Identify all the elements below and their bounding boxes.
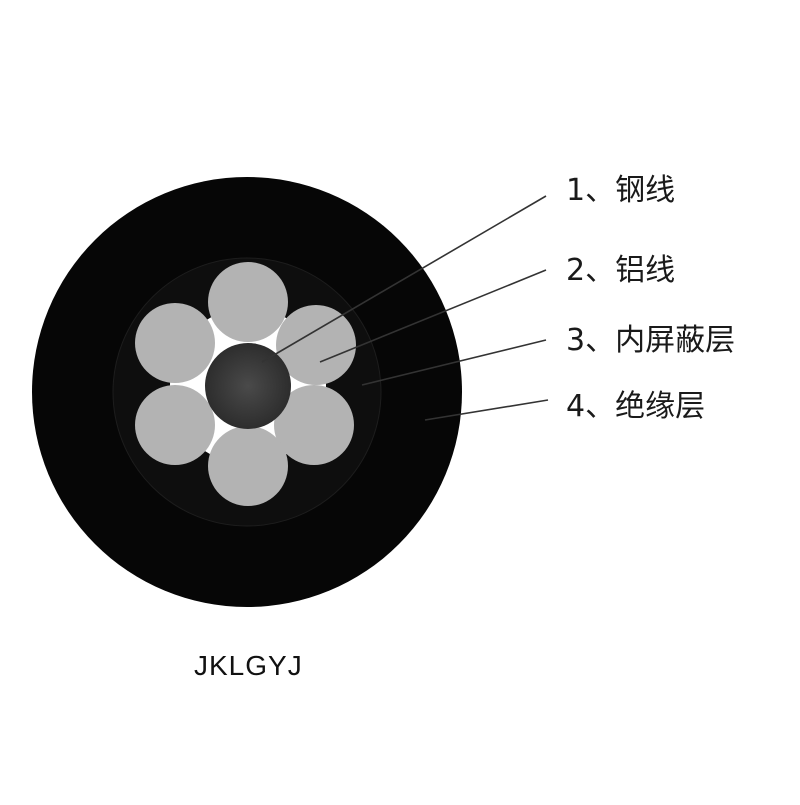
callout-insulation: 4、绝缘层 bbox=[566, 389, 706, 424]
steel-core bbox=[205, 343, 291, 429]
callout-steel-wire: 1、钢线 bbox=[566, 173, 676, 208]
leader-line-insulation bbox=[424, 399, 549, 421]
aluminum-strand bbox=[274, 385, 354, 465]
leader-line-aluminum bbox=[319, 269, 547, 363]
callout-inner-shield: 3、内屏蔽层 bbox=[566, 323, 736, 358]
cable-model-label: JKLGYJ bbox=[194, 650, 303, 681]
leader-line-steel bbox=[261, 195, 547, 363]
aluminum-strand bbox=[208, 262, 288, 342]
callout-aluminum-wire: 2、铝线 bbox=[566, 253, 676, 288]
leader-line-inner-shield bbox=[361, 339, 547, 386]
leader-lines bbox=[261, 195, 549, 421]
aluminum-strands bbox=[135, 262, 356, 506]
aluminum-strand bbox=[135, 385, 215, 465]
aluminum-strand bbox=[208, 426, 288, 506]
aluminum-strand bbox=[135, 303, 215, 383]
aluminum-strand bbox=[276, 305, 356, 385]
